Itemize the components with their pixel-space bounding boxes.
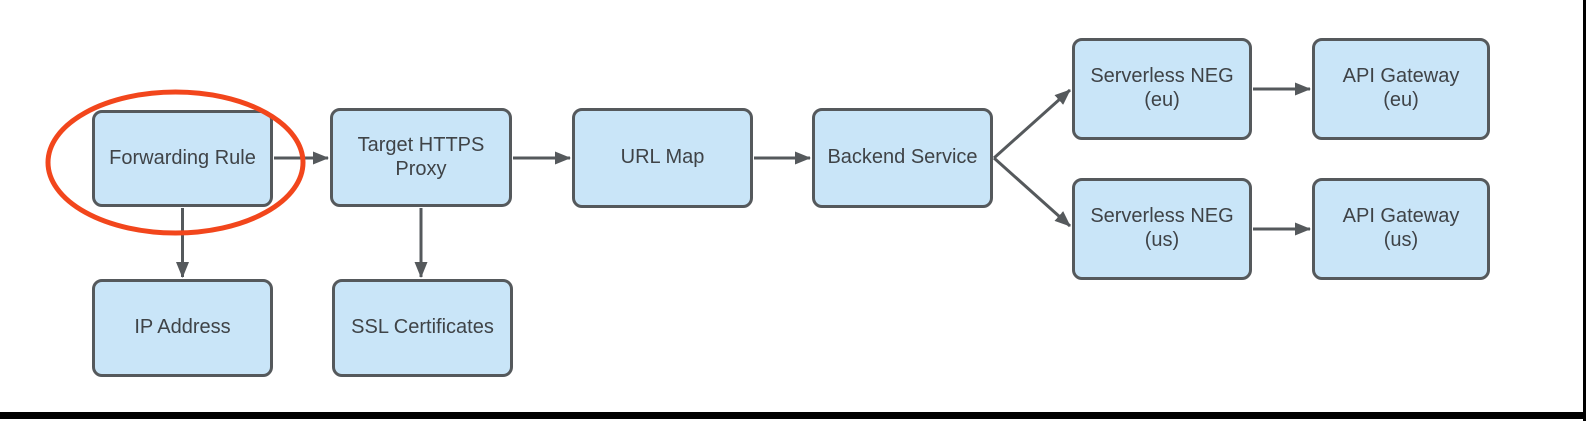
node-ssl-certificates: SSL Certificates: [332, 279, 513, 377]
node-label: API Gateway (us): [1342, 205, 1460, 251]
node-api-gateway-eu: API Gateway (eu): [1312, 38, 1490, 140]
node-label: Target HTTPS Proxy: [357, 133, 485, 180]
node-url-map: URL Map: [572, 108, 753, 208]
edge-backend-service-to-serverless-neg-eu: [992, 88, 1072, 160]
node-label: Forwarding Rule: [109, 146, 256, 169]
node-backend-service: Backend Service: [812, 108, 993, 208]
node-label: SSL Certificates: [351, 316, 494, 339]
node-label: URL Map: [620, 146, 705, 169]
node-serverless-neg-eu: Serverless NEG (eu): [1072, 38, 1252, 140]
node-label: API Gateway (eu): [1342, 65, 1460, 111]
edge-backend-service-to-serverless-neg-us: [992, 156, 1072, 228]
screenshot-right-border: [1583, 0, 1586, 421]
node-serverless-neg-us: Serverless NEG (us): [1072, 178, 1252, 280]
node-label: Backend Service: [827, 146, 978, 169]
highlight-ellipse: [45, 89, 306, 236]
node-label: IP Address: [134, 316, 231, 339]
node-target-https-proxy: Target HTTPS Proxy: [330, 108, 512, 207]
node-label: Serverless NEG (us): [1090, 205, 1234, 251]
screenshot-bottom-border: [0, 412, 1586, 419]
node-ip-address: IP Address: [92, 279, 273, 377]
node-label: Serverless NEG (eu): [1090, 65, 1234, 111]
node-api-gateway-us: API Gateway (us): [1312, 178, 1490, 280]
node-forwarding-rule: Forwarding Rule: [92, 110, 273, 207]
